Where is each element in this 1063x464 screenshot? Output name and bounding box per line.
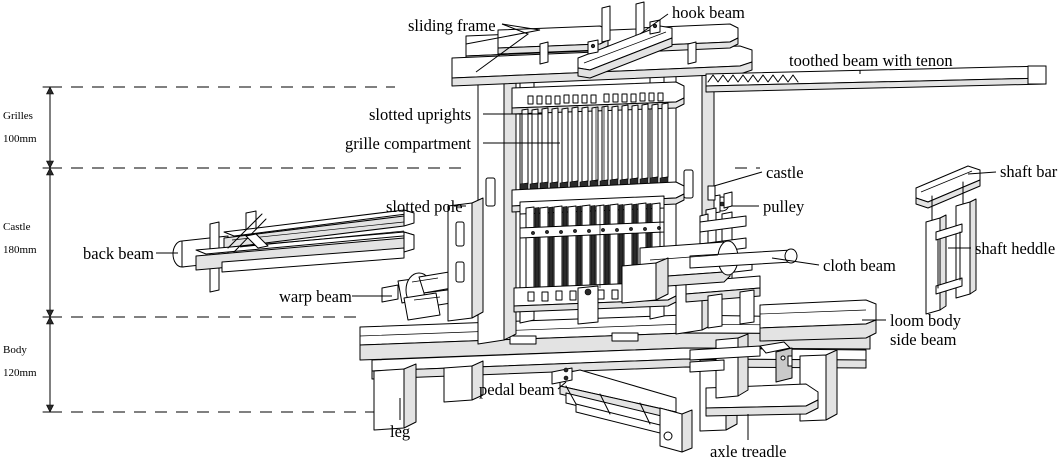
- callout-pedal-beam: pedal beam: [479, 380, 555, 399]
- callout-slotted-uprights: slotted uprights: [369, 105, 472, 124]
- callout-pulley: pulley: [763, 197, 805, 216]
- callout-slotted-pole: slotted pole: [386, 197, 463, 216]
- scale-section-name-body: Body: [3, 344, 27, 356]
- callout-shaft-heddle: shaft heddle: [975, 239, 1056, 258]
- grille-compartment: [511, 81, 685, 213]
- callout-leader-lines: [156, 13, 997, 440]
- callout-cloth-beam: cloth beam: [823, 256, 896, 275]
- callout-hook-beam: hook beam: [672, 3, 745, 22]
- scale-section-size-body: 120mm: [3, 367, 37, 379]
- slotted-pole: [447, 197, 484, 322]
- pedal-treadle-frame: [551, 333, 819, 453]
- cloth-beam: [621, 240, 798, 304]
- callout-side-beam: side beam: [890, 330, 957, 349]
- callout-loom-body: loom body: [890, 311, 962, 330]
- back-beam-assembly: [172, 209, 415, 293]
- callout-warp-beam: warp beam: [279, 287, 352, 306]
- callout-grille-compartment: grille compartment: [345, 134, 471, 153]
- warp-beam: [381, 271, 458, 321]
- callout-shaft-bar: shaft bar: [1000, 162, 1058, 181]
- scale-section-name-grilles: Grilles: [3, 110, 33, 122]
- callout-back-beam: back beam: [83, 244, 155, 263]
- scale-section-name-castle: Castle: [3, 221, 31, 233]
- callout-castle: castle: [766, 163, 804, 182]
- sliding-frame-hook-beam: [451, 1, 753, 87]
- toothed-beam-with-tenon: [705, 65, 1047, 93]
- scale-section-size-grilles: 100mm: [3, 133, 37, 145]
- shaft-detail: [915, 165, 981, 315]
- callout-sliding-frame: sliding frame: [408, 16, 496, 35]
- callout-leg: leg: [390, 422, 411, 441]
- callout-toothed-beam-with-tenon: toothed beam with tenon: [789, 51, 953, 70]
- callout-axle-treadle: axle treadle: [710, 442, 787, 461]
- scale-section-size-castle: 180mm: [3, 244, 37, 256]
- scale-axis: [42, 86, 58, 413]
